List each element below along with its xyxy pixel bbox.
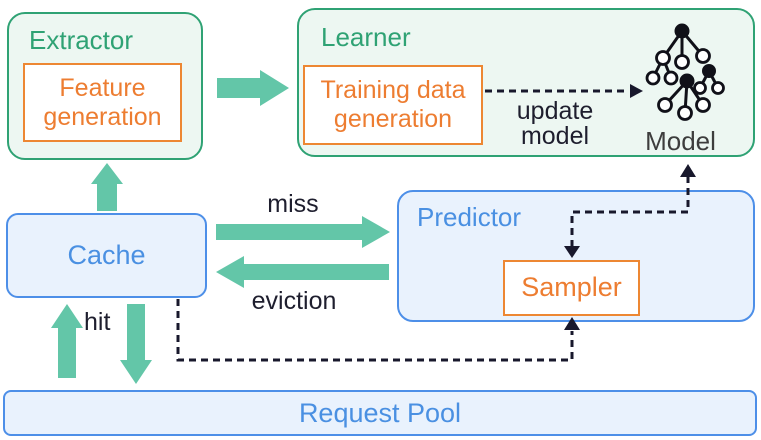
feature-generation-label: Feature generation [43,73,162,131]
cache-to-extractor-arrow [91,163,123,211]
request-pool-title: Request Pool [298,397,462,428]
update-model-label: update model [516,97,594,150]
cache-title: Cache [67,240,146,270]
to-model-arrowhead [680,164,696,177]
request-pool-box: Request Pool [3,390,757,436]
cache-box: Cache [6,213,207,298]
miss-label: miss [267,190,319,218]
eviction-arrow [216,256,389,288]
model-label: Model [645,126,716,156]
extractor-title: Extractor [29,25,134,55]
sampler-label: Sampler [521,272,622,303]
training-data-generation-box: Training data generation [303,65,483,145]
extractor-to-learner-arrow [217,70,289,106]
predictor-title: Predictor [417,202,522,232]
eviction-label: eviction [251,287,337,315]
training-data-generation-label: Training data generation [320,76,466,133]
learner-title: Learner [321,22,411,52]
hit-arrow [51,304,83,378]
hit-label: hit [84,308,111,336]
sampler-box: Sampler [503,260,640,316]
miss-arrow [216,216,390,248]
feature-generation-box: Feature generation [23,63,182,142]
